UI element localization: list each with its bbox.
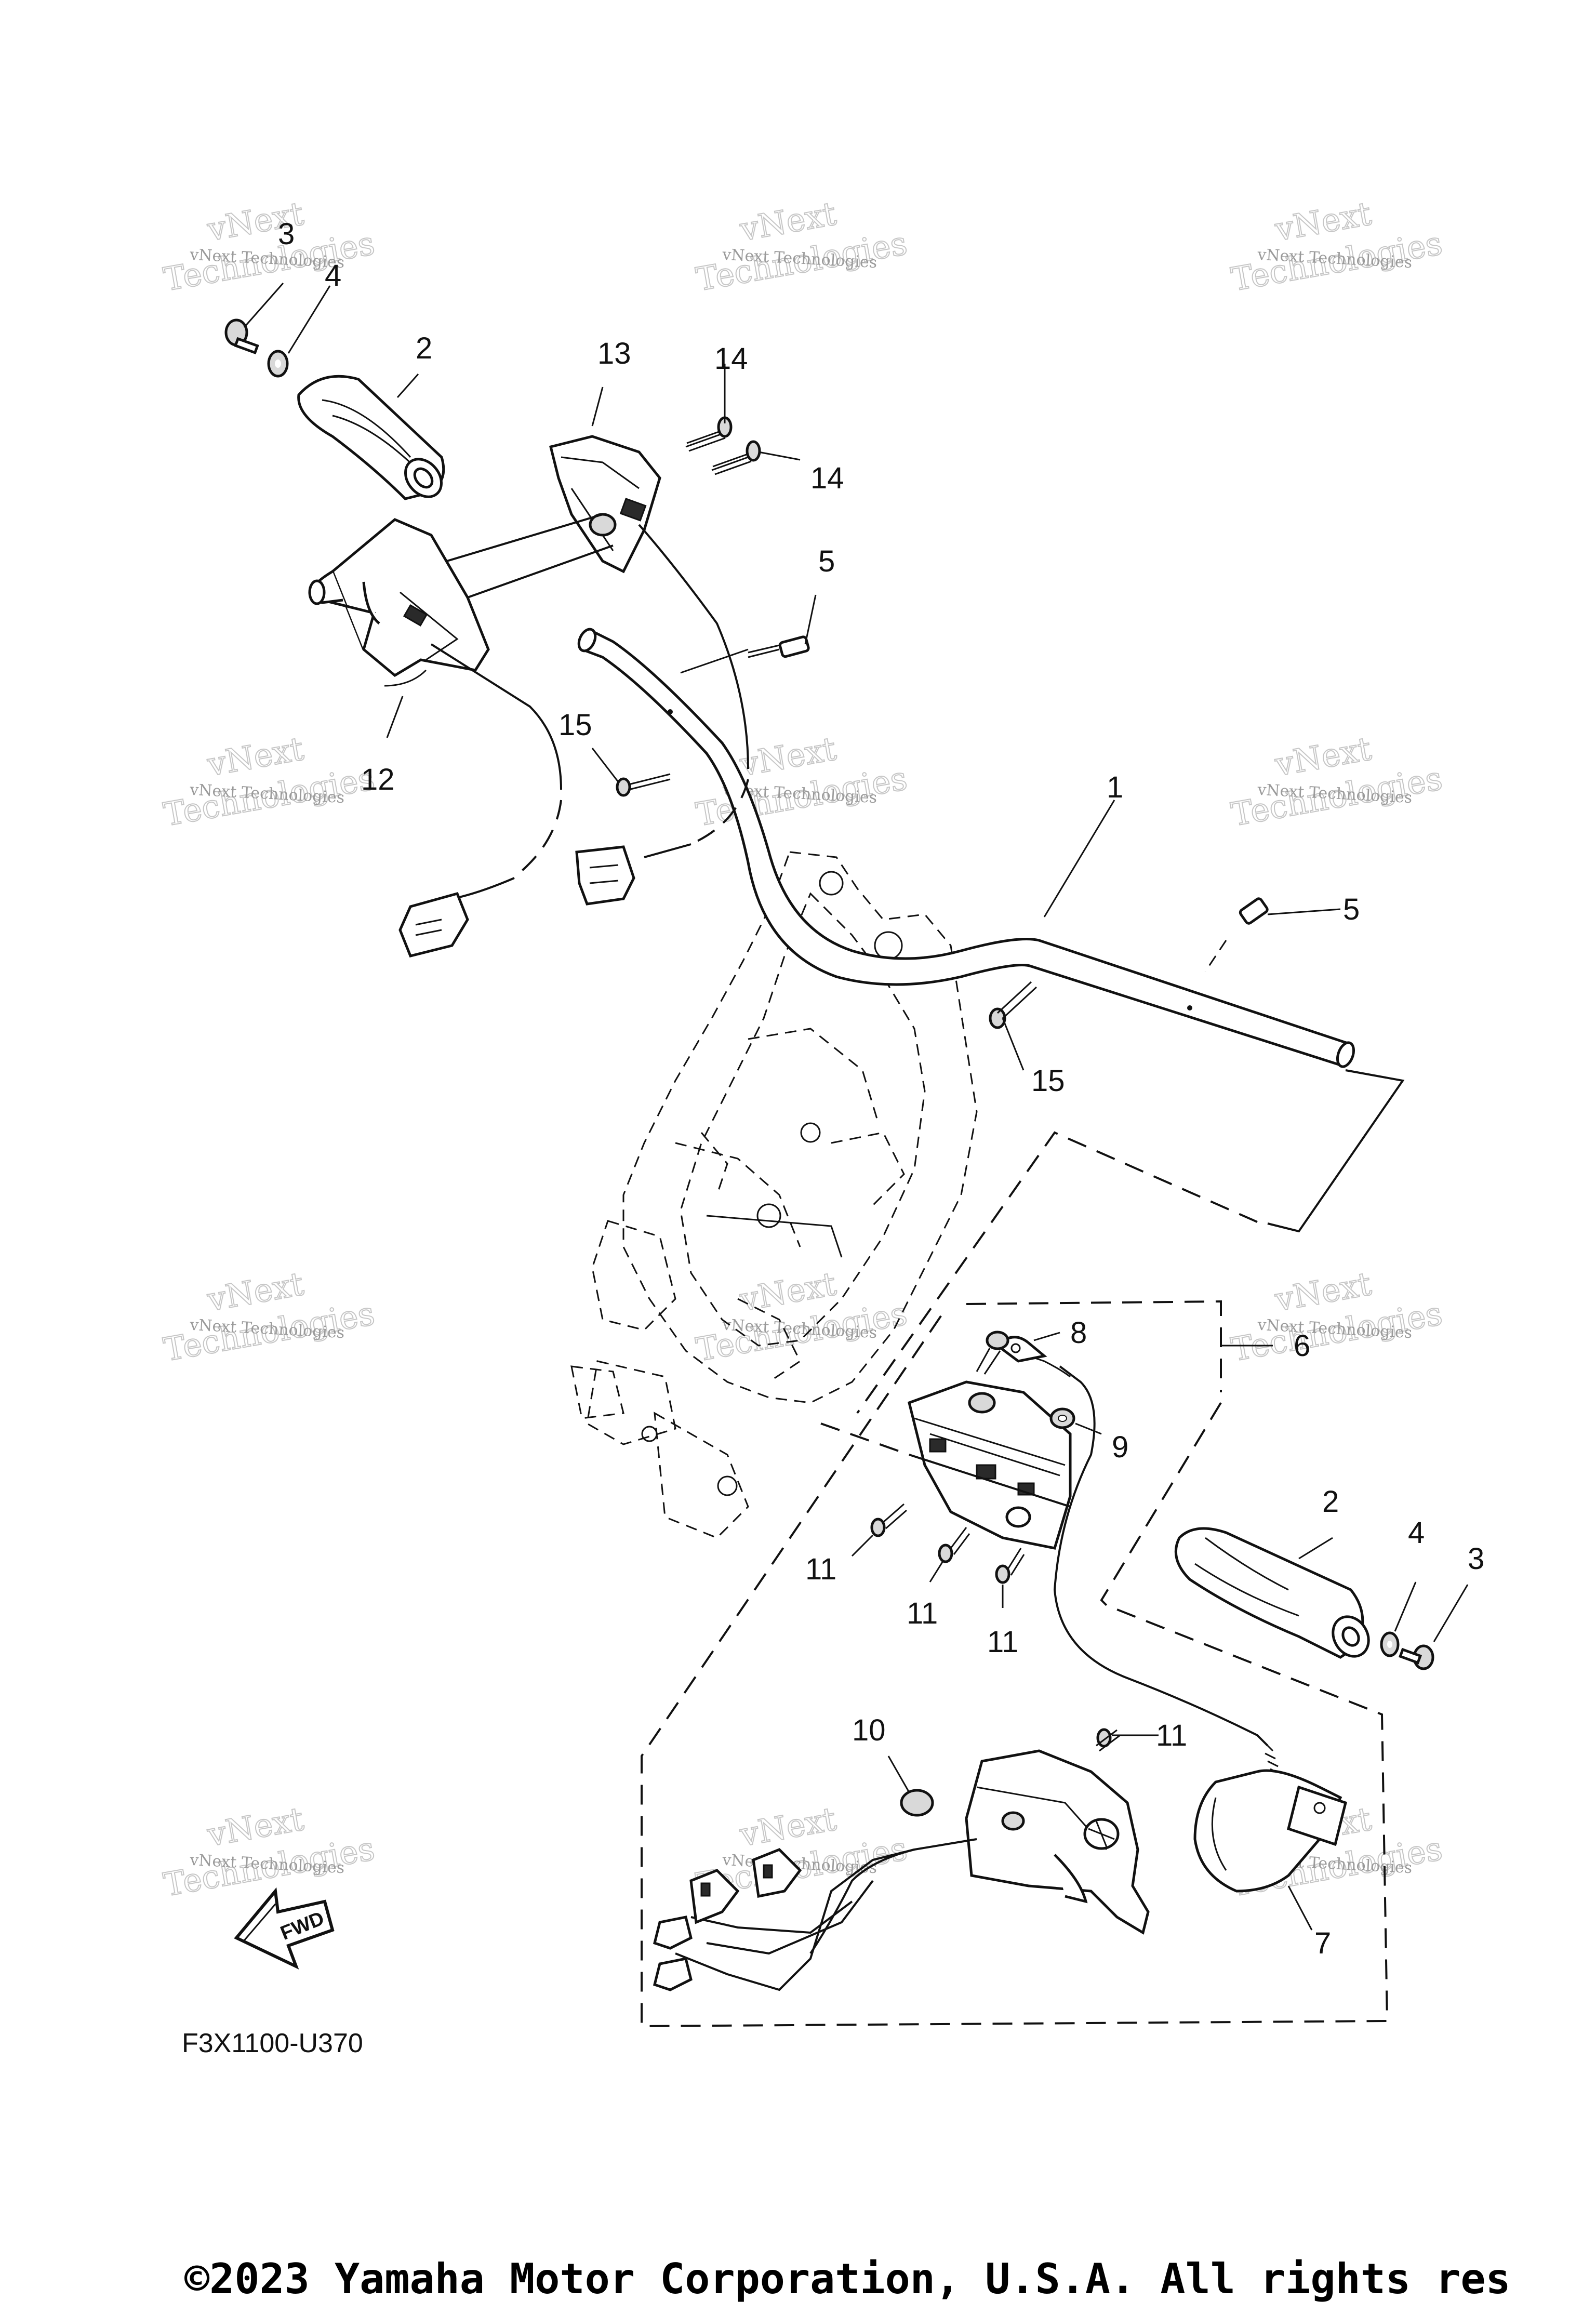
right-switch-housing: [820, 1380, 1072, 1550]
bolt-5-upper: [748, 635, 810, 658]
copyright-notice: ©2023 Yamaha Motor Corporation, U.S.A. A…: [184, 2255, 1511, 2303]
left-switch: [308, 518, 562, 957]
callout-9: 9: [1112, 1430, 1128, 1464]
cap-10: [900, 1789, 934, 1817]
callout-12: 12: [361, 763, 395, 796]
handlebar: [577, 628, 1355, 1068]
lanyard-wire: [1013, 1350, 1071, 1378]
callout-11-c: 11: [987, 1625, 1018, 1659]
callout-13: 13: [597, 337, 631, 370]
callout-2-left: 2: [416, 331, 432, 365]
callout-11-d: 11: [1156, 1719, 1187, 1752]
bolt-5-right: [1204, 897, 1269, 972]
callout-11-b: 11: [907, 1597, 938, 1630]
left-grip: [297, 375, 445, 500]
bolt-15-right: [989, 981, 1038, 1029]
diagram-code: F3X1100-U370: [182, 2028, 363, 2058]
fwd-arrow-icon: FWD: [234, 1887, 335, 1970]
right-grip: [1174, 1527, 1370, 1659]
callout-14-upper: 14: [714, 342, 748, 376]
bolt-15-upper: [616, 773, 671, 797]
connection-line: [467, 544, 614, 599]
callout-10: 10: [852, 1713, 886, 1747]
screw-11-a: [870, 1503, 907, 1537]
callout-4-right: 4: [1408, 1516, 1425, 1550]
leader-line: [680, 648, 749, 674]
callout-5-right: 5: [1343, 893, 1360, 926]
callouts: 1 2 2 3 3 4 4 5 5 6 7 8 9 10 11 11 11 11…: [278, 217, 1484, 1960]
callout-6: 6: [1294, 1329, 1310, 1363]
screw-8: [976, 1331, 1009, 1375]
grommet-9: [1049, 1407, 1075, 1429]
callout-4-left: 4: [325, 259, 341, 292]
screw-11-b: [938, 1527, 970, 1563]
wire-harness: [653, 1848, 915, 1991]
callout-11-a: 11: [805, 1552, 836, 1586]
callout-5-upper: 5: [818, 544, 835, 578]
screw-11-c: [995, 1548, 1025, 1584]
screw-11-d: [1096, 1728, 1121, 1752]
guide-line: [1267, 1069, 1405, 1233]
callout-2-right: 2: [1322, 1485, 1339, 1519]
leader-lines: [243, 283, 1469, 1931]
lanyard-wire: [1053, 1365, 1269, 1747]
callout-15-right: 15: [1031, 1064, 1065, 1098]
screw-14-lower: [711, 440, 761, 475]
callout-7: 7: [1314, 1926, 1331, 1960]
guide-line: [856, 1131, 1258, 1414]
callout-15-upper: 15: [558, 708, 592, 742]
callout-3-right: 3: [1468, 1542, 1484, 1576]
end-screw-left: [224, 318, 259, 355]
washer-left: [267, 350, 289, 378]
right-switch-assembly-box: [641, 1300, 1389, 2028]
stop-switch: [965, 1749, 1150, 1935]
callout-1: 1: [1107, 770, 1123, 804]
end-screw-right: [1399, 1644, 1434, 1670]
connection-line: [446, 513, 603, 562]
callout-3-left: 3: [278, 217, 295, 251]
throttle-cover: [549, 435, 749, 906]
washer-right: [1380, 1631, 1400, 1657]
lanyard: [1193, 1745, 1347, 1893]
callout-14-lower: 14: [810, 461, 844, 495]
callout-8: 8: [1070, 1316, 1087, 1350]
steering-frame: [570, 851, 978, 1539]
